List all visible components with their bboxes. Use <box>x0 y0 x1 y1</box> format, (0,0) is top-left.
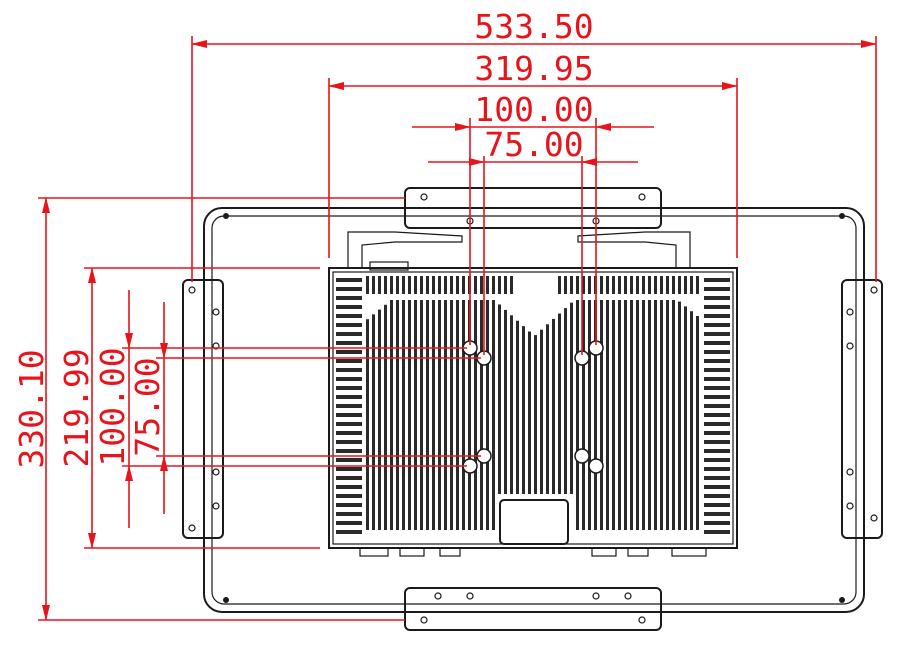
bottom-bracket <box>404 587 662 631</box>
dim-overall-width: 533.50 <box>474 7 593 46</box>
monitor-frame <box>203 207 865 613</box>
dim-heatsink-height: 219.99 <box>57 348 96 467</box>
vesa-pads <box>462 340 604 474</box>
dim-vesa-large-width: 100.00 <box>474 90 593 129</box>
dim-vesa-small-height: 75.00 <box>128 357 167 456</box>
dim-vesa-large-height: 100.00 <box>93 347 132 466</box>
dim-heatsink-width: 319.95 <box>474 49 593 88</box>
dim-vesa-small-width: 75.00 <box>484 125 583 164</box>
heatsink-fins <box>336 276 730 534</box>
dimension-lines <box>38 36 877 621</box>
left-bracket <box>182 279 224 539</box>
heatsink <box>328 267 738 557</box>
top-tabs <box>347 231 691 271</box>
dim-overall-height: 330.10 <box>12 349 51 468</box>
right-bracket <box>841 279 883 539</box>
dimension-labels: 533.50 319.95 100.00 75.00 330.10 219.99… <box>12 7 594 469</box>
top-bracket <box>404 187 662 229</box>
